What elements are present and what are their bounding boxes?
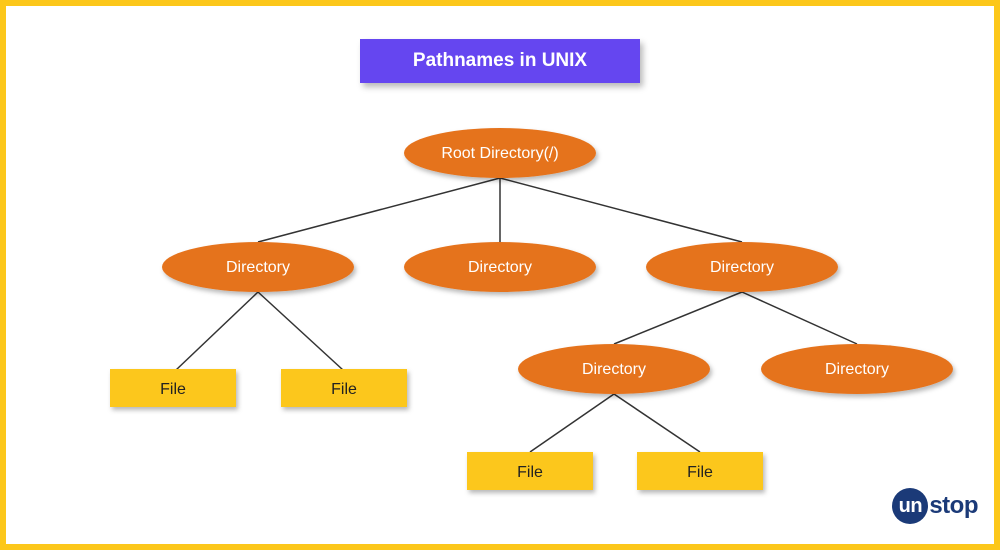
directory-label: Directory <box>582 361 646 378</box>
file-node-left-1: File <box>110 369 236 407</box>
edge-dir-right-child-left <box>613 291 743 345</box>
directory-label: Directory <box>226 259 290 276</box>
root-directory-node: Root Directory(/) <box>404 128 596 178</box>
file-node-right-1: File <box>467 452 593 490</box>
file-node-right-2: File <box>637 452 763 490</box>
root-directory-label: Root Directory(/) <box>441 145 558 162</box>
unstop-logo: un stop <box>892 488 978 524</box>
logo-text: stop <box>929 492 978 519</box>
edge-root-dir-right <box>499 177 743 243</box>
diagram-title: Pathnames in UNIX <box>360 39 640 83</box>
edge-dir-right-child-right <box>741 291 858 345</box>
directory-node-left: Directory <box>162 242 354 292</box>
edge-child-left-file-2 <box>613 393 701 453</box>
directory-label: Directory <box>710 259 774 276</box>
file-label: File <box>160 381 186 398</box>
file-node-left-2: File <box>281 369 407 407</box>
edge-dir-left-file-2 <box>257 291 344 371</box>
logo-circle: un <box>892 488 929 524</box>
file-label: File <box>517 464 543 481</box>
directory-node-middle: Directory <box>404 242 596 292</box>
edge-root-dir-left <box>257 177 501 243</box>
directory-label: Directory <box>825 361 889 378</box>
directory-label: Directory <box>468 259 532 276</box>
connectors <box>175 177 858 453</box>
file-label: File <box>331 381 357 398</box>
edge-dir-left-file-1 <box>175 291 259 371</box>
edge-child-left-file-1 <box>529 393 615 453</box>
file-label: File <box>687 464 713 481</box>
directory-node-right: Directory <box>646 242 838 292</box>
directory-node-right-child-left: Directory <box>518 344 710 394</box>
directory-node-right-child-right: Directory <box>761 344 953 394</box>
